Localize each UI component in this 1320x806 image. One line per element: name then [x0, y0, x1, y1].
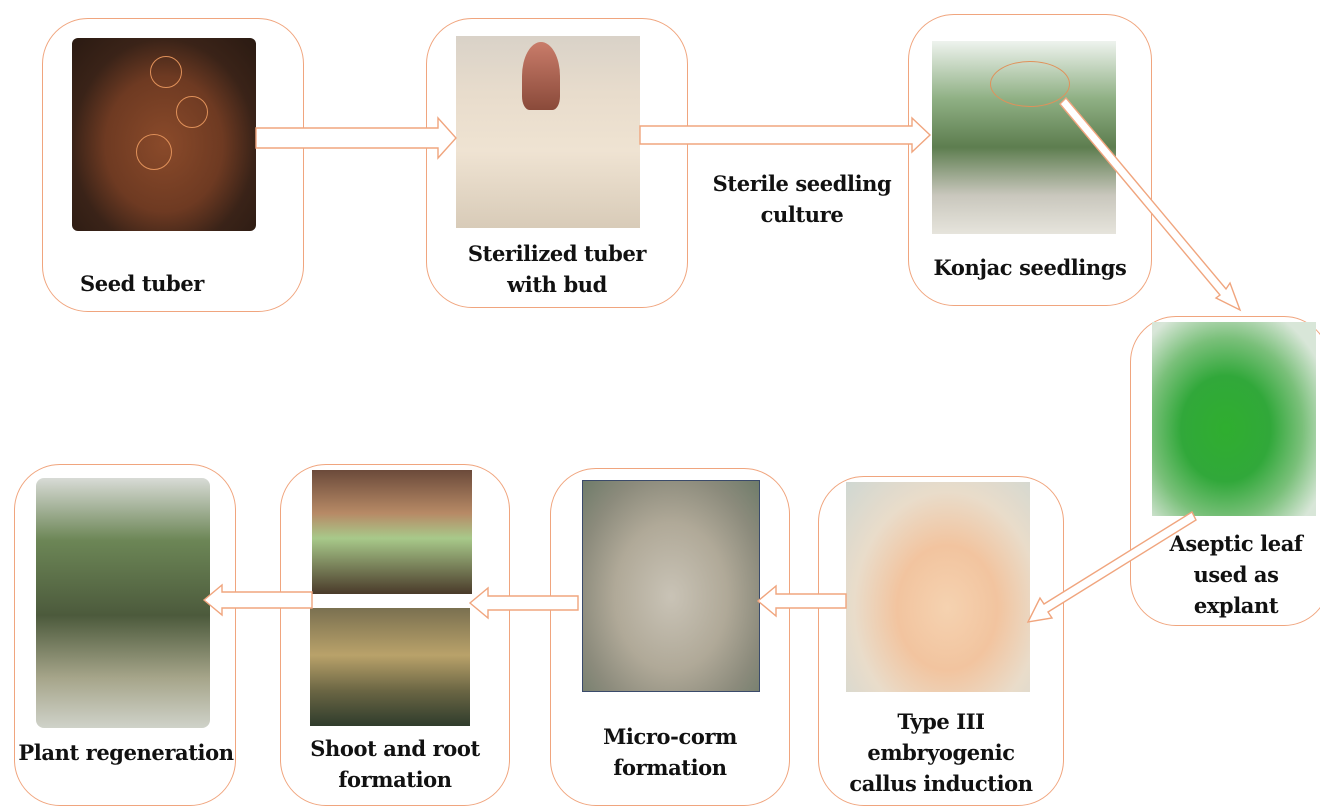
konjac-seedlings-photo [932, 41, 1116, 234]
plant-regeneration-photo [36, 478, 210, 728]
micro-corm-photo [582, 480, 760, 692]
aseptic-leaf-photo [1152, 322, 1316, 516]
step-label-plant-regeneration: Plant regeneration [14, 737, 238, 768]
sterilized-tuber-photo [456, 36, 640, 228]
step-label-type-iii-callus: Type III embryogenic callus induction [818, 706, 1064, 799]
step-label-seed-tuber: Seed tuber [60, 268, 250, 299]
callus-photo [846, 482, 1030, 692]
step-label-sterilized-tuber: Sterilized tuber with bud [426, 238, 688, 300]
root-photo [310, 608, 470, 726]
step-label-micro-corm: Micro-corm formation [550, 721, 790, 783]
leaf-highlight-marker [990, 61, 1070, 107]
step-label-konjac-seedlings: Konjac seedlings [908, 252, 1152, 283]
step-label-shoot-root: Shoot and root formation [280, 733, 510, 795]
shoot-photo [312, 470, 472, 594]
tuber-bud-marker [136, 134, 172, 170]
tuber-bud-marker [176, 96, 208, 128]
step-label-aseptic-leaf: Aseptic leaf used as explant [1150, 528, 1320, 621]
arrow-label-sterile-culture: Sterile seedling culture [692, 168, 912, 230]
bud-shape [522, 42, 560, 110]
seed-tuber-photo [72, 38, 256, 231]
tuber-bud-marker [150, 56, 182, 88]
